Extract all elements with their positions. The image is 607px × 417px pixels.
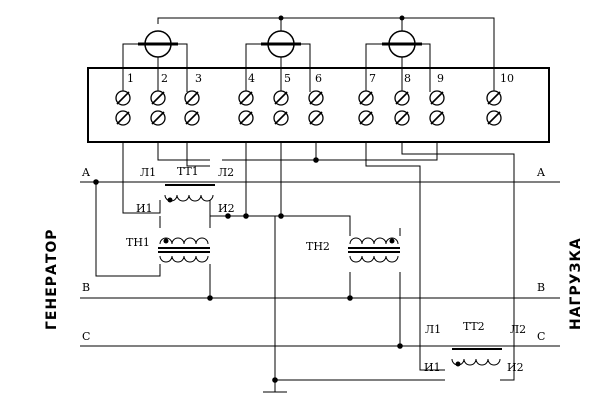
tt2-i1-label: И1 xyxy=(424,361,441,374)
tt1-i2-label: И2 xyxy=(218,202,235,215)
th2-voltage-transformer xyxy=(348,237,400,263)
th1-voltage-transformer xyxy=(158,237,210,263)
terminal-screw-slot xyxy=(359,111,373,125)
tt2-label: ТТ2 xyxy=(463,320,485,333)
terminal-screw-slot xyxy=(116,111,130,125)
tt1-current-transformer xyxy=(164,184,215,203)
phase-b-right-label: B xyxy=(537,281,545,294)
tt2-current-transformer xyxy=(451,348,502,367)
terminal-screws xyxy=(115,90,502,126)
tt1-l1-label: Л1 xyxy=(140,166,156,179)
tt2-l1-label: Л1 xyxy=(425,323,441,336)
tt1-l2-label: Л2 xyxy=(218,166,234,179)
terminal-screw-slot xyxy=(239,111,253,125)
terminal-number: 7 xyxy=(369,72,376,85)
terminal-number: 2 xyxy=(161,72,168,85)
phase-a-right-label: A xyxy=(536,166,546,179)
load-side-label: НАГРУЗКА xyxy=(568,237,584,330)
terminal-screw-slot xyxy=(430,111,444,125)
terminal-screw-slot xyxy=(274,111,288,125)
phase-c-right-label: C xyxy=(537,330,545,343)
terminal-number: 10 xyxy=(500,72,514,85)
tt1-i1-label: И1 xyxy=(136,202,153,215)
terminal-screw-slot xyxy=(239,91,253,105)
terminal-number: 5 xyxy=(284,72,291,85)
meter-measuring-element-2 xyxy=(261,30,301,58)
terminal-screw-slot xyxy=(151,91,165,105)
tt1-label: ТТ1 xyxy=(177,165,199,178)
th2-label: ТН2 xyxy=(306,240,330,253)
terminal-number: 3 xyxy=(195,72,202,85)
meter-measuring-element-3 xyxy=(382,30,422,58)
terminal-number: 8 xyxy=(404,72,411,85)
tt2-l2-label: Л2 xyxy=(510,323,526,336)
terminal-screw-slot xyxy=(151,111,165,125)
terminal-screw-slot xyxy=(116,91,130,105)
secondary-wiring xyxy=(95,142,515,393)
terminal-screw-slot xyxy=(395,91,409,105)
terminal-screw-slot xyxy=(487,111,501,125)
terminal-number: 6 xyxy=(315,72,322,85)
generator-side-label: ГЕНЕРАТОР xyxy=(44,228,60,330)
terminal-number: 1 xyxy=(127,72,134,85)
meter-measuring-element-1 xyxy=(138,30,178,58)
th1-label: ТН1 xyxy=(126,236,150,249)
terminal-screw-slot xyxy=(395,111,409,125)
junction-dots xyxy=(93,157,403,383)
terminal-screw-slot xyxy=(274,91,288,105)
terminal-number: 9 xyxy=(437,72,444,85)
terminal-screw-slot xyxy=(430,91,444,105)
terminal-screw-slot xyxy=(309,111,323,125)
meter-terminal-block xyxy=(87,67,550,143)
phase-a-left-label: A xyxy=(81,166,91,179)
phase-c-left-label: C xyxy=(82,330,90,343)
terminal-screw-slot xyxy=(359,91,373,105)
phase-lines xyxy=(80,181,560,347)
terminal-screw-slot xyxy=(487,91,501,105)
phase-b-left-label: B xyxy=(82,281,90,294)
terminal-screw-slot xyxy=(309,91,323,105)
tt2-i2-label: И2 xyxy=(507,361,524,374)
terminal-screw-slot xyxy=(185,91,199,105)
terminal-number: 4 xyxy=(248,72,255,85)
terminal-screw-slot xyxy=(185,111,199,125)
